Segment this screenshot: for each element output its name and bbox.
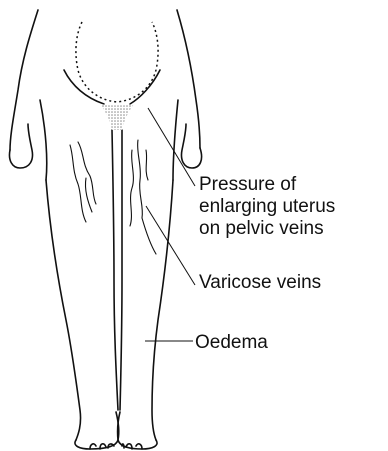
right-leg-vein-2	[138, 140, 143, 218]
pressure-label-line-1: Pressure of	[199, 174, 335, 196]
pelvic-region-shading	[100, 104, 134, 130]
pressure-label: Pressure of enlarging uterus on pelvic v…	[199, 174, 335, 240]
left-leg-vein-3	[85, 178, 92, 212]
right-waist	[173, 100, 178, 180]
right-leg-vein-4	[142, 218, 156, 254]
left-groin-crease	[64, 70, 104, 104]
left-waist	[40, 100, 47, 180]
left-leg-inner	[112, 130, 118, 410]
oedema-label: Oedema	[195, 332, 268, 354]
left-leg-vein-1	[70, 145, 86, 222]
pressure-label-line-2: enlarging uterus	[199, 196, 335, 218]
varicose-veins-label: Varicose veins	[199, 272, 321, 294]
right-groin-crease	[130, 70, 160, 104]
torso-left-outline	[10, 10, 38, 150]
torso-right-outline	[177, 10, 200, 148]
right-leg-inner	[120, 130, 122, 410]
right-leg-outer	[152, 180, 173, 440]
right-leg-vein-1	[130, 150, 133, 226]
pressure-leader-line	[148, 108, 195, 186]
left-leg-outer	[46, 180, 81, 440]
right-leg-vein-3	[146, 150, 148, 180]
right-hand	[181, 124, 201, 168]
pressure-label-line-3: on pelvic veins	[199, 218, 335, 240]
left-hand	[9, 124, 32, 168]
